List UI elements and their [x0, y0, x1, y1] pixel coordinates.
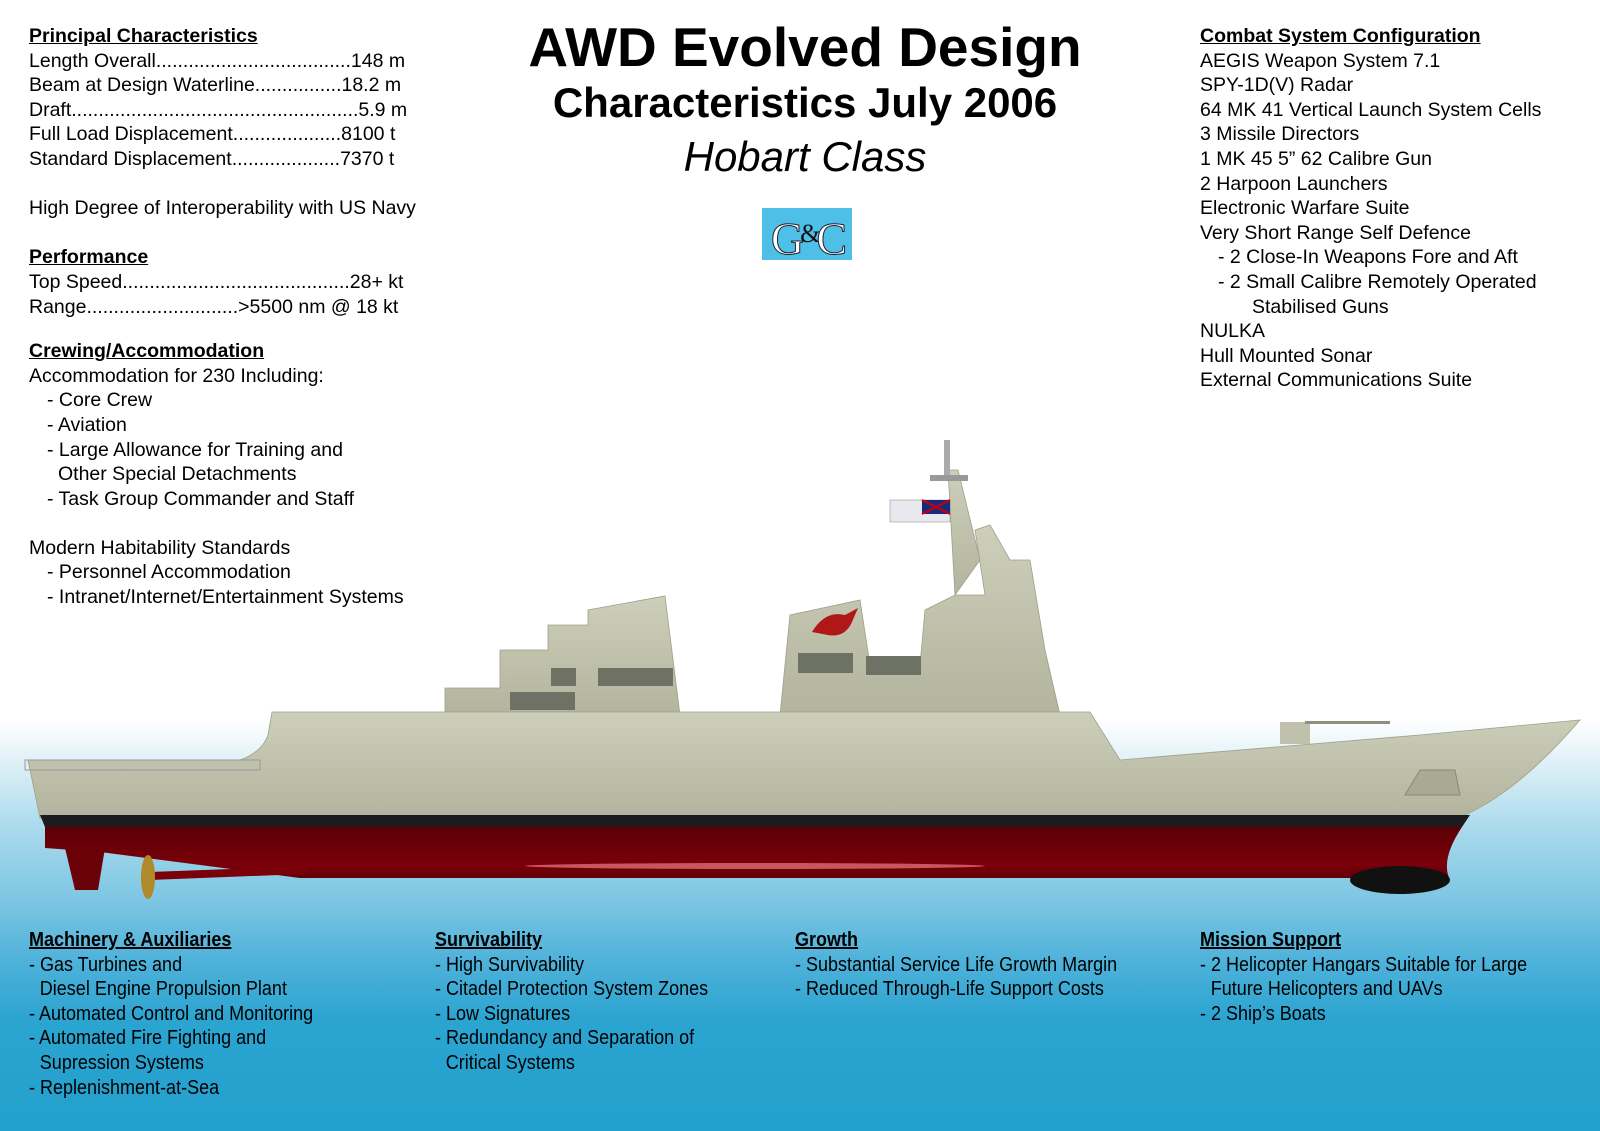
- list-item: NULKA: [1200, 320, 1266, 343]
- list-item: Future Helicopters and UAVs: [1210, 978, 1443, 1001]
- bow-bulb: [1350, 866, 1450, 894]
- growth: Growth - Substantial Service Life Growth…: [795, 928, 1153, 1002]
- list-item: SPY-1D(V) Radar: [1200, 74, 1354, 97]
- logo-ampersand: &: [800, 219, 820, 248]
- class-name: Hobart Class: [683, 133, 927, 180]
- list-item: - Large Allowance for Training and: [47, 438, 343, 461]
- section-heading: Growth: [795, 929, 858, 951]
- list-item: Supression Systems: [39, 1051, 204, 1074]
- hull-topsides: [27, 711, 1581, 819]
- combat-system-configuration: Combat System Configuration AEGIS Weapon…: [1200, 24, 1541, 393]
- list-item: - 2 Small Calibre Remotely Operated: [1218, 270, 1537, 293]
- list-item: 3 Missile Directors: [1200, 123, 1360, 146]
- rudder: [65, 848, 105, 890]
- list-item: - Automated Control and Monitoring: [29, 1002, 314, 1025]
- spec-row: Top Speed...............................…: [29, 270, 404, 293]
- gc-logo: G&C: [762, 208, 852, 265]
- principal-characteristics: Principal Characteristics Length Overall…: [29, 24, 416, 610]
- list-item: Very Short Range Self Defence: [1200, 221, 1471, 244]
- ship-illustration: [24, 440, 1581, 899]
- list-item: Diesel Engine Propulsion Plant: [39, 978, 287, 1001]
- spec-row: Full Load Displacement..................…: [29, 123, 396, 146]
- section-heading: Mission Support: [1200, 929, 1342, 951]
- spec-row: Draft...................................…: [29, 98, 408, 121]
- list-item: AEGIS Weapon System 7.1: [1200, 49, 1441, 72]
- section-heading: Machinery & Auxiliaries: [29, 929, 232, 951]
- title-block: AWD Evolved Design Characteristics July …: [480, 16, 1130, 186]
- section-heading: Survivability: [435, 929, 543, 951]
- list-item: - Low Signatures: [435, 1002, 571, 1025]
- propeller-shaft: [150, 866, 310, 880]
- list-item: - Replenishment-at-Sea: [29, 1076, 220, 1099]
- section-heading: Principal Characteristics: [29, 25, 258, 47]
- list-item: Accommodation for 230 Including:: [29, 364, 324, 387]
- list-item: - Redundancy and Separation of: [435, 1027, 695, 1050]
- propeller-icon: [141, 855, 155, 899]
- list-item: Modern Habitability Standards: [29, 536, 291, 559]
- kangaroo-emblem-icon: [812, 608, 858, 636]
- list-item: - 2 Helicopter Hangars Suitable for Larg…: [1200, 953, 1528, 976]
- list-item: - Intranet/Internet/Entertainment System…: [47, 586, 404, 609]
- list-item: 64 MK 41 Vertical Launch System Cells: [1200, 98, 1542, 121]
- list-item: - High Survivability: [435, 953, 585, 976]
- superstructure: [444, 469, 1061, 716]
- anchor-pocket: [1404, 769, 1461, 796]
- spec-row: Length Overall..........................…: [29, 49, 406, 72]
- list-item: Other Special Detachments: [58, 463, 297, 486]
- list-item: 2 Harpoon Launchers: [1200, 172, 1388, 195]
- interoperability-note: High Degree of Interoperability with US …: [29, 197, 416, 220]
- spec-row: Standard Displacement...................…: [29, 147, 395, 170]
- list-item: External Communications Suite: [1200, 369, 1473, 392]
- list-item: - Aviation: [47, 413, 127, 436]
- section-heading: Crewing/Accommodation: [29, 340, 265, 363]
- mission-support: Mission Support - 2 Helicopter Hangars S…: [1200, 928, 1564, 1026]
- list-item: Electronic Warfare Suite: [1200, 197, 1410, 220]
- list-item: - Task Group Commander and Staff: [47, 487, 355, 510]
- stern-railing: [24, 759, 261, 771]
- list-item: - Gas Turbines and: [29, 953, 183, 976]
- mast: [944, 440, 950, 480]
- list-item: 1 MK 45 5” 62 Calibre Gun: [1200, 147, 1432, 170]
- survivability: Survivability - High Survivability - Cit…: [435, 928, 738, 1076]
- section-heading: Combat System Configuration: [1200, 25, 1481, 47]
- list-item: - 2 Close-In Weapons Fore and Aft: [1218, 246, 1518, 269]
- bridge-windows: [510, 653, 921, 710]
- list-item: - Core Crew: [47, 389, 153, 412]
- list-item: - 2 Ship’s Boats: [1200, 1002, 1326, 1025]
- list-item: - Automated Fire Fighting and: [29, 1027, 267, 1050]
- list-item: - Citadel Protection System Zones: [435, 978, 709, 1001]
- hull-underwater: [45, 827, 1462, 890]
- machinery-auxiliaries: Machinery & Auxiliaries - Gas Turbines a…: [29, 928, 345, 1100]
- boot-topping: [40, 815, 1470, 827]
- spec-row: Range............................>5500 n…: [29, 295, 399, 318]
- main-gun: [1280, 722, 1310, 744]
- subtitle: Characteristics July 2006: [552, 79, 1058, 126]
- list-item: Critical Systems: [445, 1051, 575, 1074]
- list-item: Stabilised Guns: [1252, 295, 1389, 318]
- main-title: AWD Evolved Design: [528, 16, 1082, 78]
- logo-letter-g: G: [770, 213, 804, 265]
- section-heading: Performance: [29, 246, 149, 269]
- list-item: - Substantial Service Life Growth Margin: [795, 953, 1118, 976]
- list-item: - Reduced Through-Life Support Costs: [795, 978, 1104, 1001]
- logo-letter-c: C: [816, 213, 848, 265]
- spec-row: Beam at Design Waterline................…: [29, 74, 402, 97]
- list-item: Hull Mounted Sonar: [1200, 344, 1373, 367]
- list-item: - Personnel Accommodation: [47, 561, 291, 584]
